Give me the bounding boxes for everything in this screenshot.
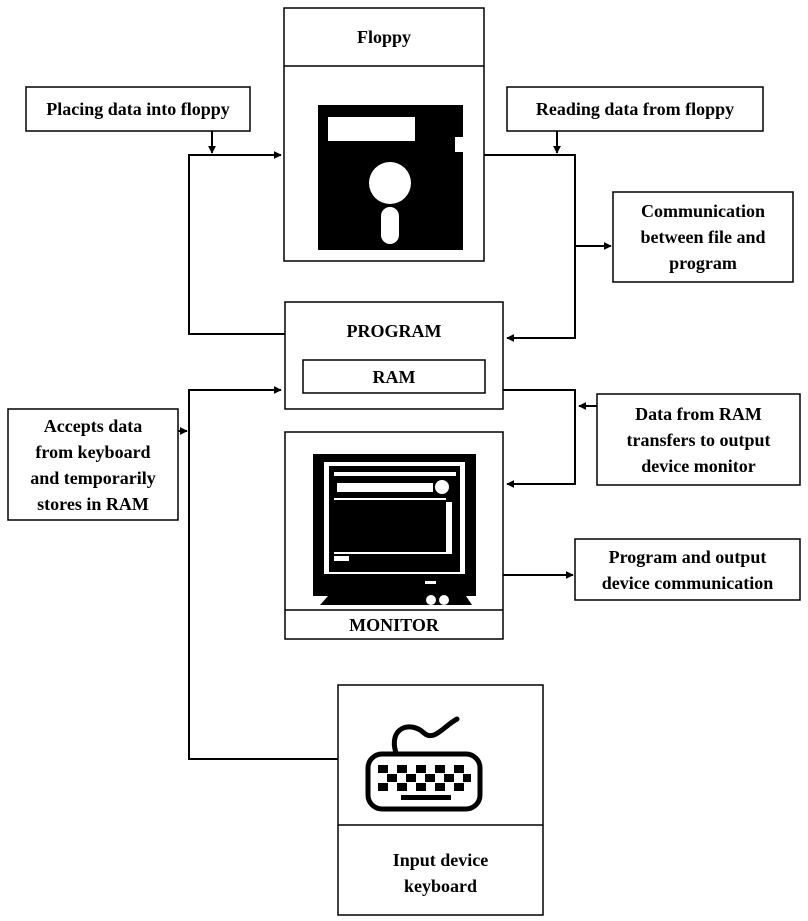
monitor-title: MONITOR (349, 614, 439, 635)
communication-label: Communication between file and program (640, 201, 766, 273)
crt-monitor-icon (313, 454, 476, 605)
connectors (178, 131, 612, 760)
data-from-ram-box (596, 393, 801, 486)
ram-label: RAM (372, 366, 416, 387)
keyboard-loop-line (188, 386, 338, 760)
program-output-box (574, 538, 801, 601)
ram-box (302, 359, 486, 394)
placing-loop-line (188, 151, 285, 335)
keyboard-title: Input device keyboard (392, 849, 489, 896)
reading-data-box (506, 86, 764, 132)
accepts-data-label: Accepts data from keyboard and temporari… (30, 415, 156, 514)
program-monitor-line (503, 389, 576, 488)
placing-data-label: Placing data into floppy (46, 99, 230, 119)
placing-data-box (25, 86, 251, 132)
program-box (284, 301, 504, 410)
floppy-title: Floppy (356, 27, 412, 47)
communication-box (612, 191, 794, 283)
program-output-label: Program and output device communication (601, 546, 774, 593)
reading-data-label: Reading data from floppy (535, 99, 735, 119)
program-title: PROGRAM (346, 321, 442, 341)
keyboard-icon (365, 716, 483, 812)
accepts-data-box (7, 408, 179, 521)
floppy-disk-icon (318, 105, 463, 250)
data-from-ram-label: Data from RAM transfers to output device… (626, 403, 771, 476)
